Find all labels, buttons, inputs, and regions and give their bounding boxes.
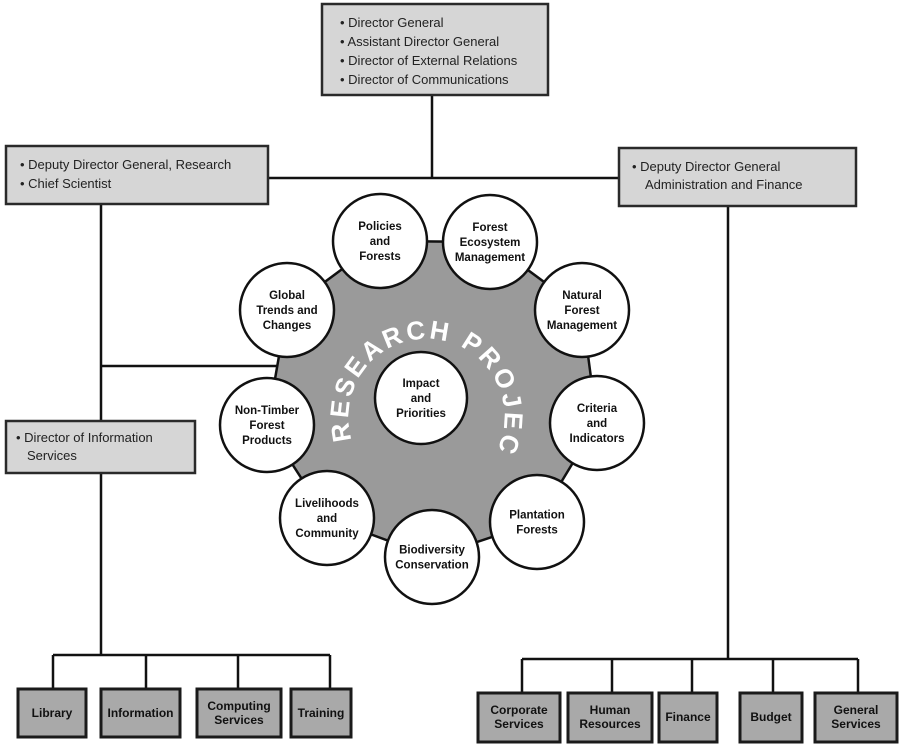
label-line: Management [547,320,617,332]
label-line: Services [494,717,544,731]
label-line: Corporate [490,703,548,717]
admin-unit-box: Budget [738,691,804,744]
label-line: Indicators [570,433,625,445]
label-line: Trends and [256,305,317,317]
info-unit-box: Library [16,687,88,739]
connector-lines [51,95,860,693]
info-box-line: Services [27,448,77,463]
director-information-services-box: • Director of Information Services [4,419,197,475]
label-line: Forest [564,305,599,317]
label-line: Conservation [395,560,469,572]
label-line: Services [831,717,881,731]
label-line: Computing [207,699,270,713]
label-line: Community [295,528,359,540]
label-line: Forest [472,222,507,234]
label-line: Plantation [509,510,565,522]
top-box-item: • Director of Communications [340,72,509,87]
label-line: Changes [263,320,312,332]
label-line: General [834,703,879,717]
label-line: Budget [750,710,791,724]
left-box-item: • Chief Scientist [20,176,112,191]
admin-unit-box: Finance [657,691,719,744]
info-unit-box: Training [289,687,353,739]
label-line: Criteria [577,403,618,415]
top-box-item: • Director of External Relations [340,53,518,68]
label-line: Resources [579,717,641,731]
label-line: Policies [358,221,401,233]
label-line: Finance [665,710,711,724]
label-line: and [317,513,337,525]
right-box-line: • Deputy Director General [632,159,780,174]
label-line: Products [242,435,292,447]
info-box-line: • Director of Information [16,430,153,445]
label-line: Priorities [396,408,446,420]
label-line: Livelihoods [295,498,359,510]
ddg-research-box: • Deputy Director General, Research • Ch… [4,144,270,206]
label-line: Impact [402,378,439,390]
label-line: Information [108,706,174,720]
top-box-item: • Assistant Director General [340,34,499,49]
label-line: Global [269,290,305,302]
label-line: Training [298,706,345,720]
label-line: Library [32,706,73,720]
label-line: Forests [359,251,401,263]
label-line: Natural [562,290,602,302]
label-line: and [370,236,390,248]
label-line: Forests [516,525,558,537]
right-box-line: Administration and Finance [645,177,803,192]
label-line: Human [590,703,631,717]
info-unit-box: Information [99,687,182,739]
label-line: Non-Timber [235,405,300,417]
label-line: Management [455,252,525,264]
label-line: and [411,393,431,405]
left-box-item: • Deputy Director General, Research [20,157,231,172]
director-general-box: • Director General • Assistant Director … [320,2,550,97]
label-line: Forest [249,420,284,432]
top-box-item: • Director General [340,15,444,30]
ddg-admin-finance-box: • Deputy Director General Administration… [617,146,858,208]
label-line: Services [214,713,264,727]
label-line: and [587,418,607,430]
label-line: Biodiversity [399,545,465,557]
label-line: Ecosystem [460,237,521,249]
